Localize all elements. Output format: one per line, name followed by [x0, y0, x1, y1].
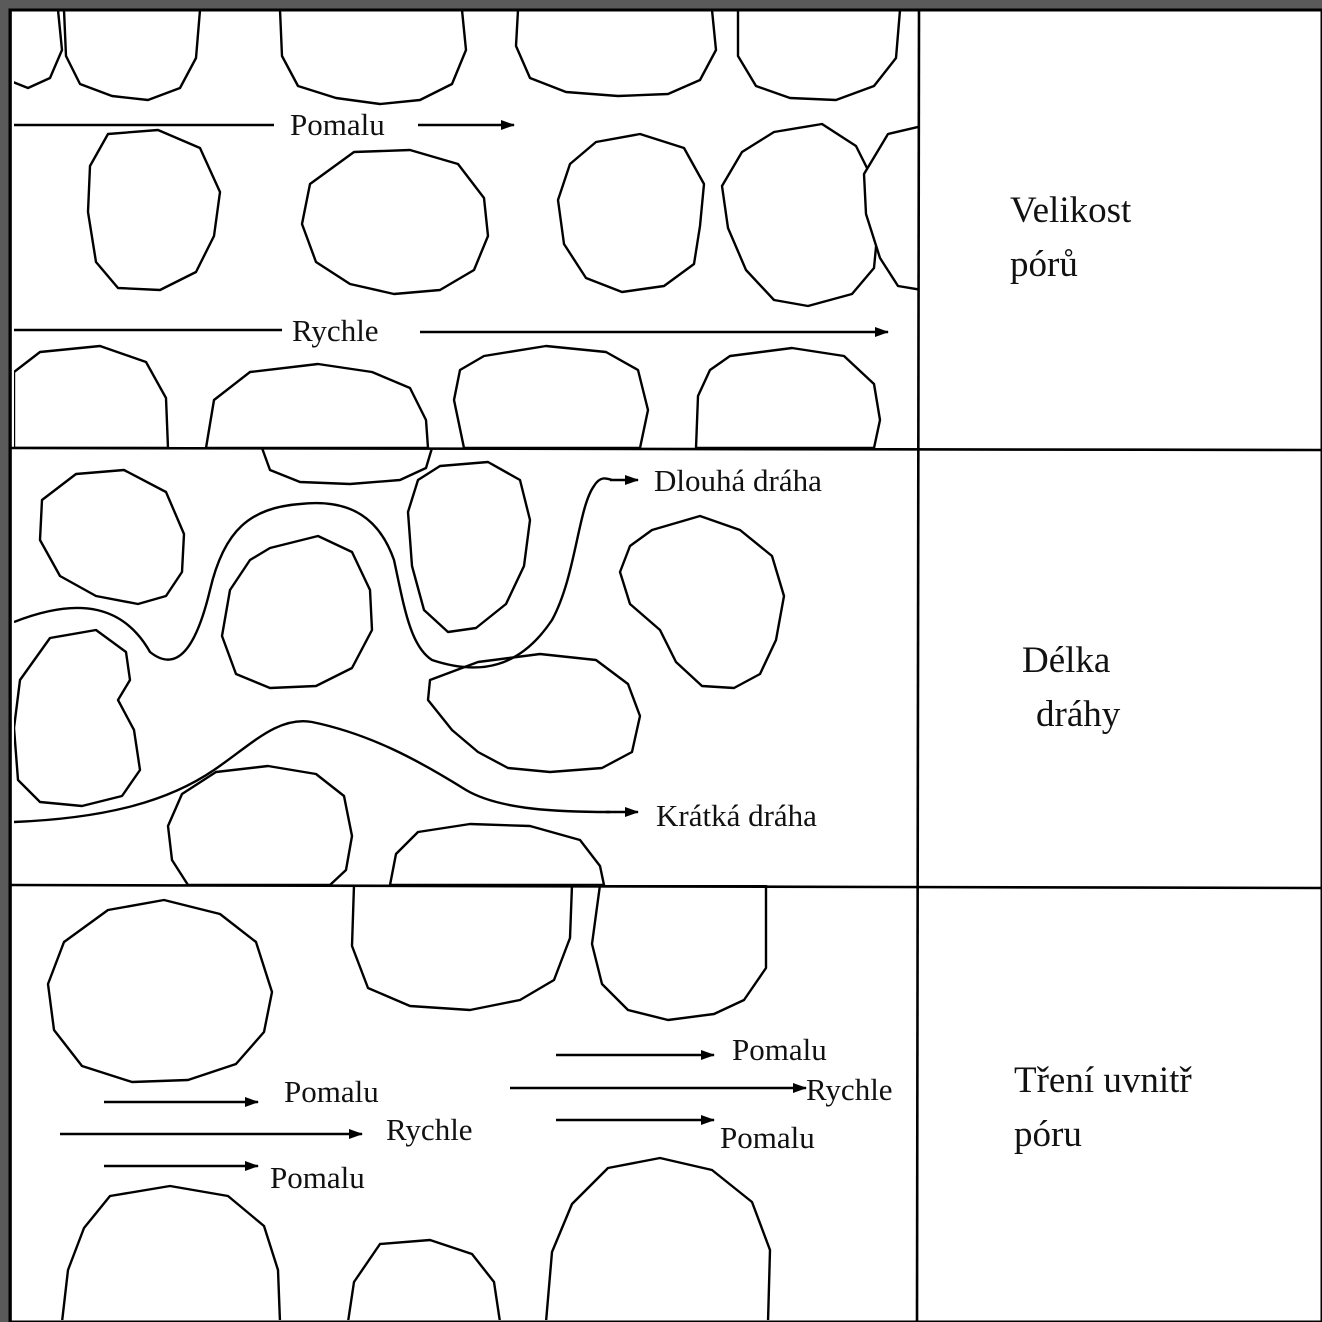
grain — [592, 885, 766, 1020]
grain — [168, 766, 352, 885]
grain — [14, 346, 168, 448]
row-label-pore-size-line1: Velikost — [1010, 190, 1132, 231]
flow-label-fast: Rychle — [292, 313, 379, 348]
flow-label-fast: Rychle — [386, 1112, 473, 1147]
grain — [516, 10, 716, 96]
row-label-path-length-line2: dráhy — [1036, 694, 1121, 735]
flow-label-slow: Pomalu — [284, 1074, 379, 1109]
grain — [558, 134, 704, 292]
flow-label-short-path: Krátká dráha — [656, 798, 817, 833]
flow-label-slow: Pomalu — [270, 1160, 365, 1195]
row-label-pore-friction-line2: póru — [1014, 1114, 1082, 1155]
grain — [88, 130, 220, 290]
row-label-pore-size-line2: pórů — [1010, 244, 1078, 285]
flow-label-slow: Pomalu — [732, 1032, 827, 1067]
grain — [302, 150, 488, 294]
flow-label-slow: Pomalu — [290, 107, 385, 142]
grain — [696, 348, 880, 448]
grain — [280, 10, 466, 104]
flow-label-slow: Pomalu — [720, 1120, 815, 1155]
grain — [64, 10, 200, 100]
row-label-path-length-line1: Délka — [1022, 640, 1110, 681]
flow-label-long-path: Dlouhá dráha — [654, 463, 822, 498]
grain — [454, 346, 648, 448]
flow-label-fast: Rychle — [806, 1072, 893, 1107]
row-label-pore-friction-line1: Tření uvnitř — [1014, 1060, 1192, 1101]
